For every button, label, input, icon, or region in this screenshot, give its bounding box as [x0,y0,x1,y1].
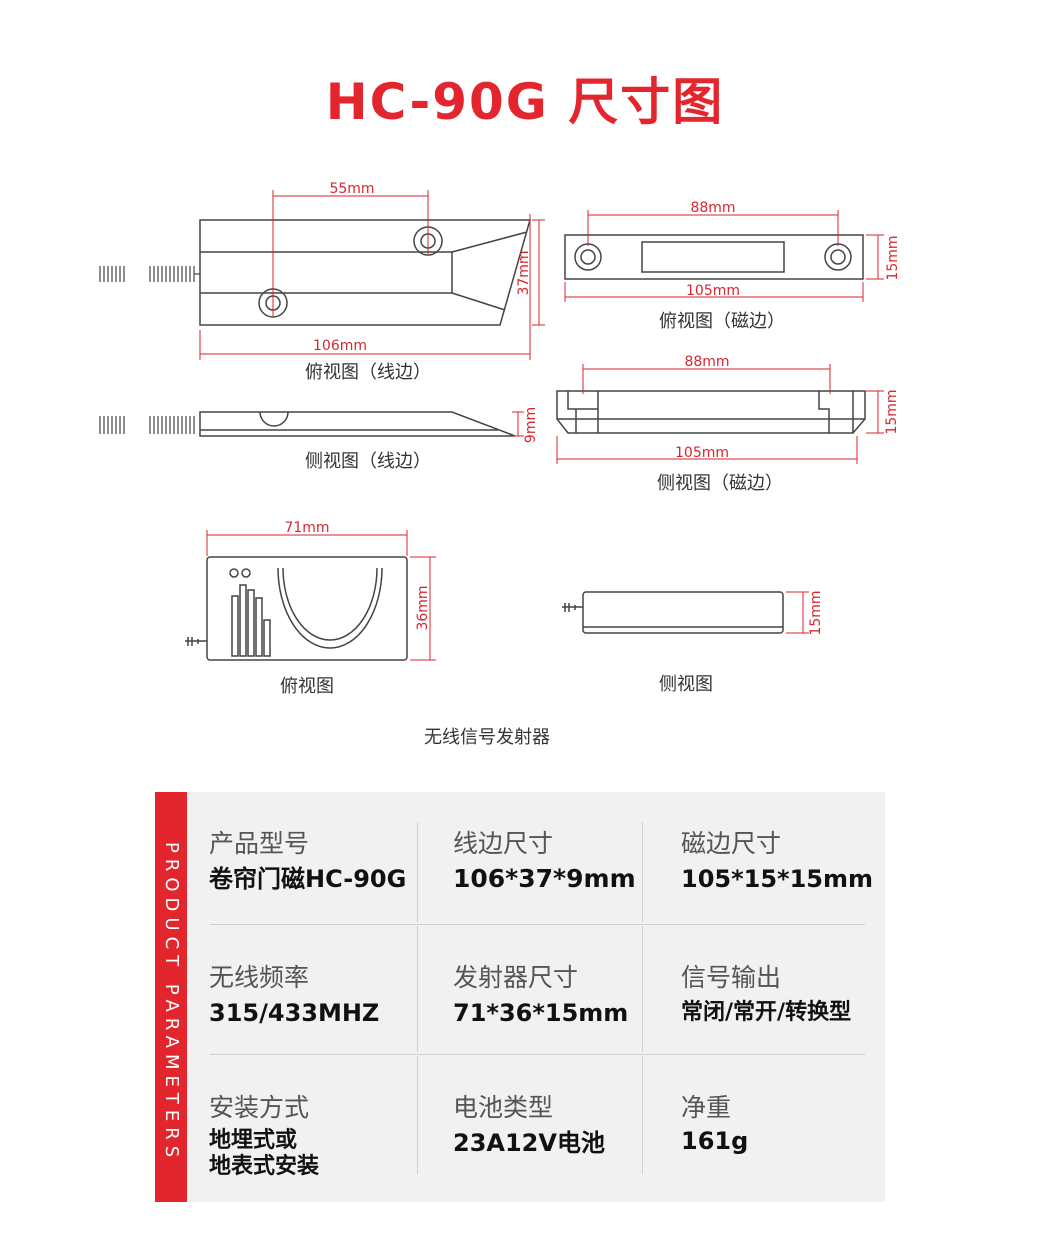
line-top-view [99,219,531,326]
param-label-model: 产品型号 [209,829,310,858]
param-label-signal-output: 信号输出 [681,963,782,992]
dim-label: 37mm [516,250,532,295]
param-label-magnet-size: 磁边尺寸 [681,829,782,858]
caption-tx-side: 侧视图 [659,674,713,695]
param-value-install: 地埋式或 地表式安装 [209,1128,320,1179]
row-divider [210,1054,865,1055]
spring-icon [99,416,195,434]
dim-label: 71mm [284,520,329,536]
dim-label: 88mm [690,200,735,216]
caption-tx-top: 俯视图 [280,676,334,697]
side-label: PRODUCT PARAMETERS [161,842,182,1164]
dim-label: 15mm [808,590,824,635]
column-divider [642,1056,643,1174]
caption-mag-top: 俯视图（磁边） [659,311,785,332]
param-value-transmitter-size: 71*36*15mm [453,999,629,1027]
caption-line-top: 俯视图（线边） [305,362,431,383]
product-parameters-panel: PRODUCT PARAMETERS 产品型号 卷帘门磁HC-90G 线边尺寸 … [155,792,885,1202]
spring-icon [99,266,200,282]
param-label-transmitter-size: 发射器尺寸 [453,963,579,992]
dim-label: 15mm [885,235,901,280]
magnet-top-view [564,234,864,280]
param-label-weight: 净重 [681,1093,732,1122]
param-value-signal-output: 常闭/常开/转换型 [681,1000,852,1025]
transmitter-side-view [562,591,784,634]
param-label-install: 安装方式 [209,1093,310,1122]
caption-line-side: 侧视图（线边） [305,451,431,472]
page-title: HC-90G 尺寸图 [325,73,725,131]
magnet-side-view [556,390,866,434]
param-value-battery: 23A12V电池 [453,1129,605,1157]
row-divider [210,924,865,925]
transmitter-top-view [185,556,408,661]
column-divider [417,926,418,1052]
param-value-model: 卷帘门磁HC-90G [209,865,407,893]
line-side-view [99,411,516,437]
caption-mag-side: 侧视图（磁边） [657,473,783,494]
dim-label: 55mm [329,181,374,197]
param-value-line-size: 106*37*9mm [453,864,636,893]
side-label-bar [155,792,187,1202]
dim-label: 106mm [313,338,367,354]
param-value-frequency: 315/433MHZ [209,999,380,1027]
column-divider [642,926,643,1052]
dim-label: 9mm [523,407,539,443]
column-divider [642,822,643,922]
param-label-battery: 电池类型 [453,1093,554,1122]
caption-transmitter: 无线信号发射器 [424,727,550,748]
param-value-weight: 161g [681,1127,749,1155]
dim-label: 15mm [884,389,900,434]
dim-label: 36mm [415,585,431,630]
dim-label: 105mm [675,445,729,461]
dim-label: 105mm [686,283,740,299]
dim-label: 88mm [684,354,729,370]
param-label-line-size: 线边尺寸 [453,829,554,858]
column-divider [417,1056,418,1174]
param-value-magnet-size: 105*15*15mm [681,865,874,893]
dimension-drawing: 55mm 106mm 37mm 9mm 88mm 105mm 15mm 88mm… [99,181,901,748]
param-label-frequency: 无线频率 [209,963,310,992]
column-divider [417,822,418,922]
